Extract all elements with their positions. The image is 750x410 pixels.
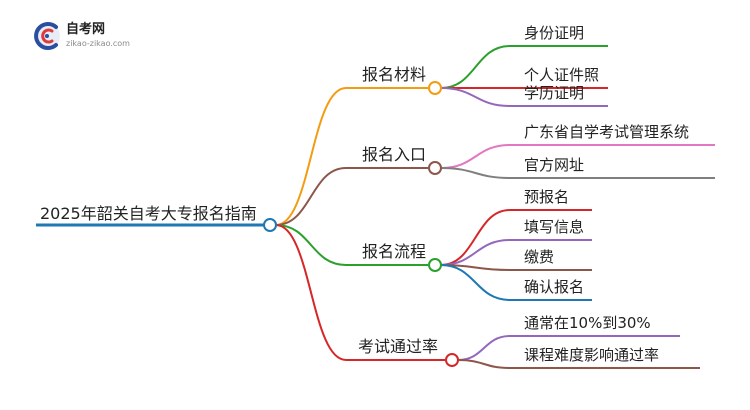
branch-collapse-toggle[interactable] — [428, 258, 442, 272]
mindmap-connectors — [36, 45, 715, 369]
root-to-branch-connector — [275, 167, 347, 226]
site-logo[interactable]: 自考网 zikao-zikao.com — [34, 21, 130, 50]
leaf-label[interactable]: 广东省自学考试管理系统 — [524, 123, 689, 141]
branch-label[interactable]: 报名入口 — [362, 145, 426, 164]
leaf-label[interactable]: 预报名 — [524, 188, 569, 206]
branch-to-leaf-connector — [440, 264, 511, 301]
root-node-label[interactable]: 2025年韶关自考大专报名指南 — [40, 204, 257, 223]
root-to-branch-connector — [275, 224, 347, 266]
branch-label[interactable]: 报名流程 — [362, 242, 426, 261]
branch-collapse-toggle[interactable] — [445, 353, 459, 367]
leaf-label[interactable]: 填写信息 — [524, 218, 584, 236]
branch-to-leaf-connector — [457, 335, 511, 361]
leaf-label[interactable]: 个人证件照 — [524, 66, 599, 84]
branch-to-leaf-connector — [440, 144, 511, 169]
leaf-label[interactable]: 身份证明 — [524, 24, 584, 42]
branch-to-leaf-connector — [440, 209, 511, 266]
logo-icon — [34, 22, 60, 50]
branch-to-leaf-connector — [440, 239, 511, 266]
leaf-label[interactable]: 学历证明 — [524, 84, 584, 102]
leaf-label[interactable]: 确认报名 — [524, 278, 584, 296]
branch-to-leaf-connector — [440, 45, 511, 89]
branch-to-leaf-connector — [440, 87, 511, 107]
branch-to-leaf-connector — [457, 359, 511, 369]
branch-label[interactable]: 报名材料 — [362, 65, 426, 84]
leaf-label[interactable]: 缴费 — [524, 248, 554, 266]
root-to-branch-connector — [275, 87, 347, 226]
branch-label[interactable]: 考试通过率 — [358, 337, 438, 356]
logo-url: zikao-zikao.com — [66, 39, 130, 48]
leaf-label[interactable]: 官方网址 — [524, 156, 584, 174]
leaf-label[interactable]: 课程难度影响通过率 — [524, 346, 659, 364]
branch-collapse-toggle[interactable] — [428, 81, 442, 95]
logo-title: 自考网 — [66, 21, 105, 37]
leaf-label[interactable]: 通常在10%到30% — [524, 314, 651, 332]
root-to-branch-connector — [275, 224, 347, 361]
root-collapse-toggle[interactable] — [263, 218, 277, 232]
branch-to-leaf-connector — [440, 167, 511, 179]
branch-collapse-toggle[interactable] — [428, 161, 442, 175]
